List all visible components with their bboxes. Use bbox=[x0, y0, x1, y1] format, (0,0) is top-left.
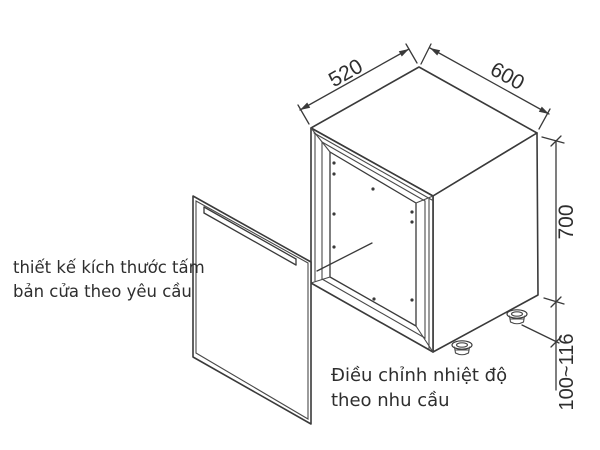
door-panel bbox=[192, 195, 312, 425]
door-note-line2: bản cửa theo yêu cầu bbox=[13, 282, 192, 301]
cabinet-box bbox=[310, 66, 539, 356]
extension-line bbox=[297, 104, 310, 125]
arrowhead bbox=[300, 102, 311, 110]
extension-line bbox=[541, 136, 565, 144]
extension-line bbox=[538, 108, 551, 130]
tick-mark bbox=[550, 296, 562, 308]
door-panel-thickness-edge bbox=[195, 200, 309, 420]
opening-frame bbox=[310, 127, 434, 353]
feet-note-line2: theo nhu cầu bbox=[331, 390, 450, 411]
feet-range-label: 100~116 bbox=[556, 334, 578, 411]
arrowhead bbox=[538, 106, 549, 114]
adjustable-foot-front bbox=[451, 340, 473, 356]
height-dimension-label: 700 bbox=[555, 204, 578, 239]
extension-line bbox=[420, 43, 432, 65]
frame-mid-bevel bbox=[321, 141, 426, 339]
extension-line bbox=[405, 43, 418, 64]
foot-leader-line bbox=[521, 324, 560, 344]
dimension-line bbox=[429, 47, 550, 115]
feet-note-line1: Điều chỉnh nhiệt độ bbox=[331, 365, 507, 386]
interior-diagonal-line bbox=[316, 242, 373, 272]
dimension-height: 700 bbox=[541, 135, 578, 391]
door-note-line1: thiết kế kích thước tấm bbox=[13, 258, 205, 277]
depth-dimension-label: 520 bbox=[325, 55, 367, 92]
arrowhead bbox=[430, 48, 441, 56]
arrowhead bbox=[398, 49, 409, 57]
adjustable-foot-back bbox=[506, 309, 528, 325]
feet-note: Điều chỉnh nhiệt độ theo nhu cầu bbox=[331, 365, 507, 411]
tick-mark bbox=[550, 336, 562, 348]
extension-line bbox=[543, 297, 565, 305]
dimension-feet-range: 100~116 bbox=[521, 324, 578, 411]
panel-thickness-edges bbox=[313, 132, 433, 350]
dimension-line bbox=[299, 48, 410, 111]
tick-mark bbox=[550, 135, 562, 147]
shelf-holes bbox=[332, 161, 414, 302]
door-panel-face bbox=[192, 195, 312, 425]
door-note: thiết kế kích thước tấm bản cửa theo yêu… bbox=[13, 258, 205, 301]
door-handle-groove bbox=[203, 206, 297, 266]
width-dimension-label: 600 bbox=[486, 58, 528, 95]
